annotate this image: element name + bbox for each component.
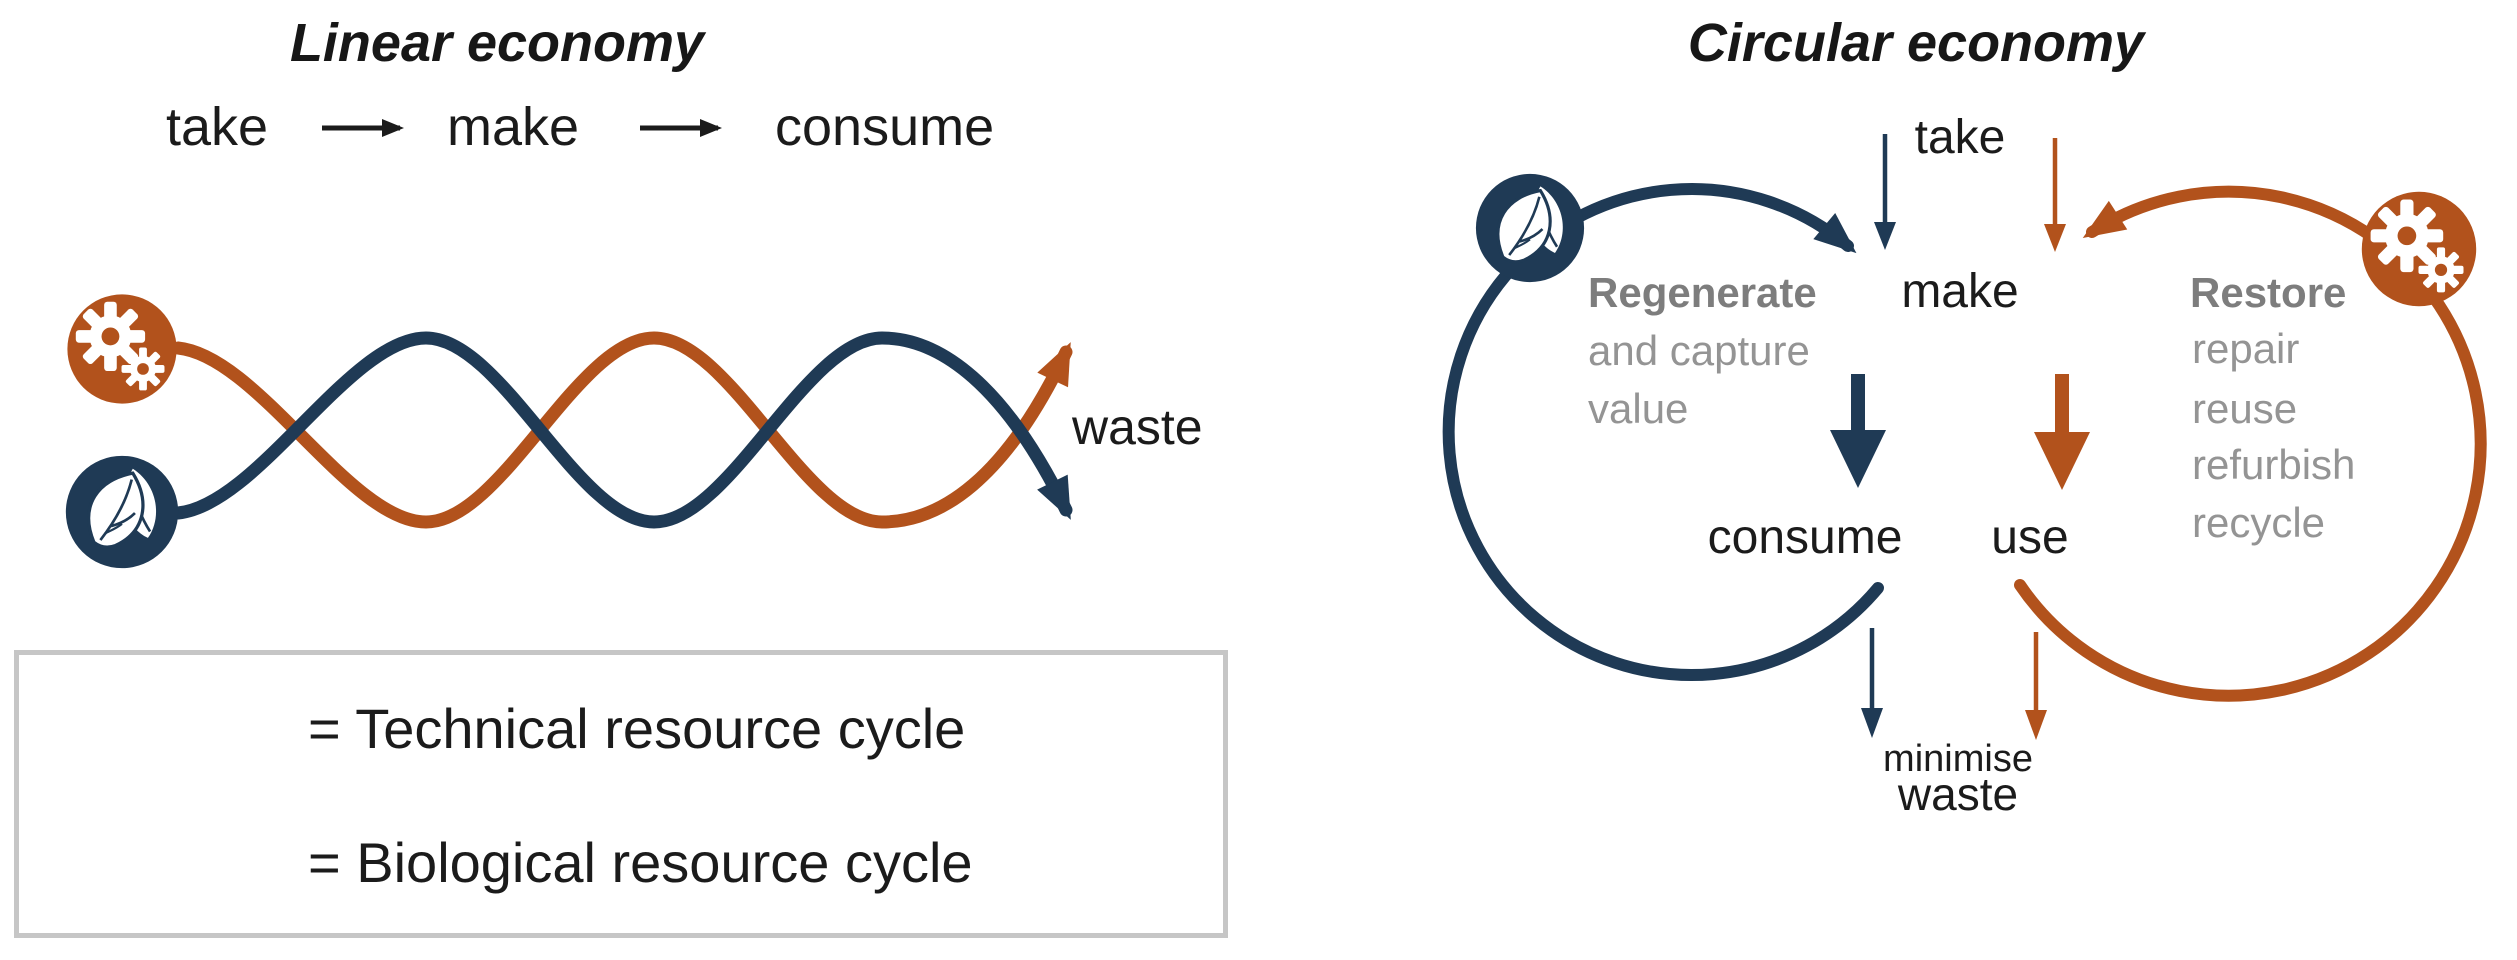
legend-item-technical: = Technical resource cycle [308,697,966,760]
linear-step-consume: consume [775,97,995,157]
leaf-icon [1474,172,1586,284]
legend-box [14,650,1228,938]
linear-step-make: make [447,97,580,157]
biological-wave-path [171,331,1073,529]
linear-economy-title: Linear economy [289,13,705,73]
regenerate-heading: Regenerate [1588,269,1817,316]
node-minimise: minimise [1883,738,2033,780]
legend-item-biological: = Biological resource cycle [308,831,973,894]
technical-loop-arc [2014,185,2487,702]
use-to-waste-arrow [2025,632,2047,740]
consume-to-waste-arrow [1861,628,1883,738]
restore-heading: Restore [2190,269,2347,316]
regenerate-line-2: value [1588,385,1689,432]
gear-icon [67,294,177,404]
restore-line-refurbish: refurbish [2192,441,2356,488]
circular-economy-title: Circular economy [1687,13,2145,73]
linear-waste-label: waste [1072,399,1203,455]
restore-line-repair: repair [2192,325,2300,372]
gear-icon [2361,191,2477,307]
take-arrow-biological [1874,134,1896,250]
node-consume: consume [1707,511,1903,564]
make-to-use-arrow [2034,374,2090,490]
node-make: make [1901,265,2019,318]
regenerate-line-1: and capture [1588,327,1810,374]
restore-line-reuse: reuse [2192,385,2298,432]
node-take: take [1914,111,2006,164]
biological-loop-arc [1442,183,1884,681]
make-to-consume-arrow [1830,374,1886,488]
technical-wave-path [171,331,1073,529]
take-arrow-technical [2044,138,2066,252]
node-waste: waste [1897,768,2019,820]
linear-step-take: take [166,97,269,157]
node-use: use [1991,511,2069,564]
restore-line-recycle: recycle [2192,499,2326,546]
leaf-icon [64,454,180,570]
